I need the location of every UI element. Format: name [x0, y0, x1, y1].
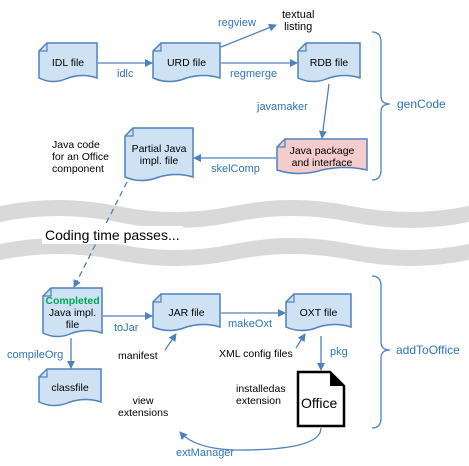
view-extensions-note: view extensions [118, 395, 169, 419]
java-package-label: Java package and interface [289, 145, 355, 169]
java-code-note: Java code for an Office component [52, 139, 110, 175]
java-package-node: Java package and interface [276, 138, 368, 176]
arrow-xml-oxt [295, 333, 306, 349]
doc-fold [43, 288, 52, 297]
doc-shape [42, 287, 103, 338]
regview-label: regview [218, 17, 256, 29]
doc-fold [277, 139, 286, 148]
completed-java-node: Completed Java impl. file [42, 287, 103, 339]
doc-fold [298, 43, 307, 52]
office-label: Office [301, 395, 338, 411]
brace-gencode [371, 31, 391, 181]
textual-listing-note: textual listing [282, 9, 315, 33]
doc-shape [124, 127, 194, 182]
doc-fold [153, 43, 162, 52]
manifest-note: manifest [118, 350, 158, 362]
partial-java-label: Partial Java impl. file [131, 143, 187, 167]
wave-band-top [0, 200, 469, 228]
doc-shape [38, 368, 102, 407]
skelcomp-label: skelComp [211, 163, 260, 175]
arrow-office-extmanager [179, 427, 322, 451]
doc-fold [286, 294, 295, 303]
brace-addtooffice [371, 275, 391, 429]
office-icon [296, 370, 346, 428]
doc-shape [285, 293, 352, 332]
doc-fold [39, 43, 48, 52]
javamaker-label: javamaker [257, 101, 308, 113]
oxt-file-label: OXT file [299, 307, 338, 319]
urd-file-label: URD file [166, 57, 207, 69]
completed-rest: Java impl. file [48, 307, 97, 331]
gencode-group-label: genCode [397, 97, 446, 111]
doc-fold [153, 294, 162, 303]
idlc-label: idlc [117, 68, 134, 80]
makeoxt-label: makeOxt [228, 318, 273, 330]
installed-extension-note: installedas extension [236, 383, 286, 407]
coding-time-banner: Coding time passes... [42, 226, 183, 244]
classfile-label: classfile [51, 382, 89, 394]
partial-java-node: Partial Java impl. file [124, 127, 194, 183]
addtooffice-group-label: addToOffice [396, 343, 460, 357]
rdb-file-node: RDB file [297, 42, 361, 84]
idl-file-label: IDL file [51, 57, 85, 69]
doc-fold [125, 128, 134, 137]
classfile-node: classfile [38, 368, 102, 408]
rdb-file-label: RDB file [309, 57, 349, 69]
arrow-manifest-jar [164, 333, 177, 351]
wave-band-bottom [0, 238, 469, 266]
doc-shape [152, 293, 221, 332]
urd-file-node: URD file [152, 42, 221, 84]
doc-shape [297, 42, 361, 83]
completed-prefix: Completed [45, 295, 100, 307]
compileorg-label: compileOrg [7, 349, 64, 361]
idl-file-node: IDL file [38, 42, 98, 84]
oxt-file-node: OXT file [285, 293, 352, 333]
doc-shape [276, 138, 368, 175]
doc-fold [39, 369, 48, 378]
completed-java-label: Completed Java impl. file [42, 287, 103, 339]
arrow-rdb-javapkg [318, 83, 330, 139]
extmanager-label: extManager [176, 447, 235, 459]
regmerge-label: regmerge [230, 68, 278, 80]
doc-shape [152, 42, 221, 83]
pkg-label: pkg [330, 346, 348, 358]
arrow-urd-listing [220, 23, 277, 48]
jar-file-node: JAR file [152, 293, 221, 333]
xml-config-note: XML config files [219, 348, 293, 360]
doc-shape [38, 42, 98, 83]
jar-file-label: JAR file [168, 307, 205, 319]
tojar-label: toJar [114, 322, 139, 334]
